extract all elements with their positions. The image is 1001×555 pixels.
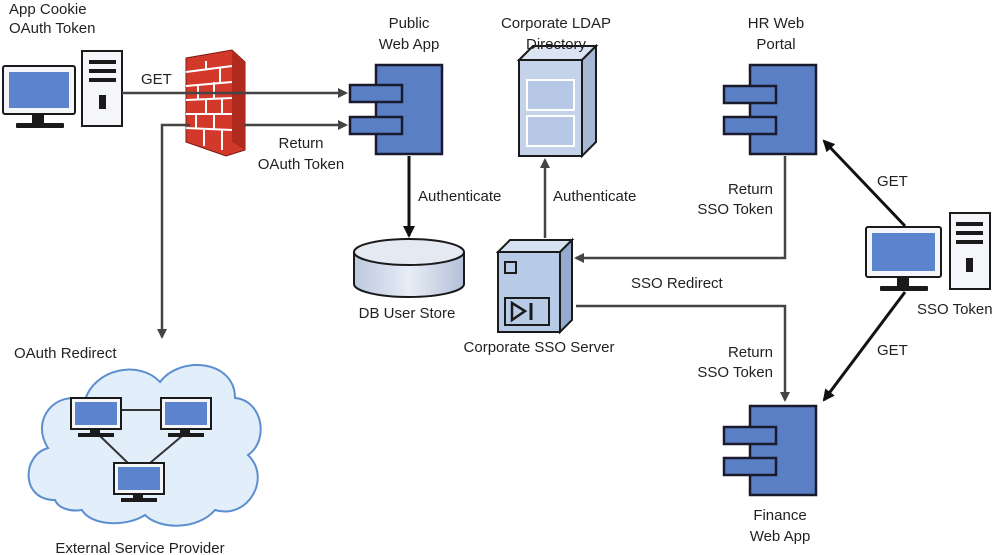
sso-server-label: Corporate SSO Server — [464, 339, 615, 356]
finance-label-line1: Finance — [753, 507, 806, 524]
external-provider-label: External Service Provider — [55, 540, 224, 555]
authenticate-db-label: Authenticate — [418, 188, 501, 205]
arrow-oauth-redirect — [157, 123, 190, 339]
public-webapp-component-icon — [348, 63, 444, 156]
database-icon — [353, 238, 465, 298]
return-sso-bottom-label-line2: SSO Token — [697, 364, 773, 381]
external-provider-cloud-icon — [27, 363, 262, 527]
return-oauth-label-line1: Return — [278, 135, 323, 152]
app-cookie-label-line1: App Cookie — [9, 1, 87, 18]
sso-token-label: SSO Token — [917, 301, 993, 318]
arrow-get-finance — [822, 291, 907, 402]
return-sso-top-label-line2: SSO Token — [697, 201, 773, 218]
hr-portal-label-line1: HR Web — [748, 15, 804, 32]
get-finance-label: GET — [877, 342, 908, 359]
app-cookie-label-line2: OAuth Token — [9, 20, 95, 37]
hr-portal-component-icon — [722, 63, 818, 156]
hr-portal-label-line2: Portal — [756, 36, 795, 53]
public-webapp-label-line2: Web App — [379, 36, 440, 53]
return-oauth-label-line2: OAuth Token — [258, 156, 344, 173]
sso-redirect-label: SSO Redirect — [631, 275, 724, 292]
oauth-redirect-label: OAuth Redirect — [14, 345, 117, 362]
return-sso-bottom-label-line1: Return — [728, 344, 773, 361]
finance-webapp-component-icon — [722, 404, 818, 497]
db-user-store-label: DB User Store — [359, 305, 456, 322]
authenticate-ldap-label: Authenticate — [553, 188, 636, 205]
public-webapp-label-line1: Public — [389, 15, 430, 32]
return-sso-top-label-line1: Return — [728, 181, 773, 198]
finance-label-line2: Web App — [750, 528, 811, 545]
arrow-sso-redirect-bottom — [576, 304, 790, 402]
get-left-label: GET — [141, 71, 172, 88]
arrow-sso-redirect-top — [574, 156, 787, 263]
arrow-get-hr — [822, 139, 907, 228]
get-hr-label: GET — [877, 173, 908, 190]
sso-token-workstation-icon — [865, 212, 991, 291]
sso-server-icon — [495, 237, 575, 335]
firewall-icon — [185, 49, 246, 157]
ldap-directory-icon — [516, 43, 599, 159]
ldap-label-line2: Directory — [526, 36, 587, 53]
client-workstation-icon — [2, 50, 123, 128]
ldap-label-line1: Corporate LDAP — [501, 15, 611, 32]
